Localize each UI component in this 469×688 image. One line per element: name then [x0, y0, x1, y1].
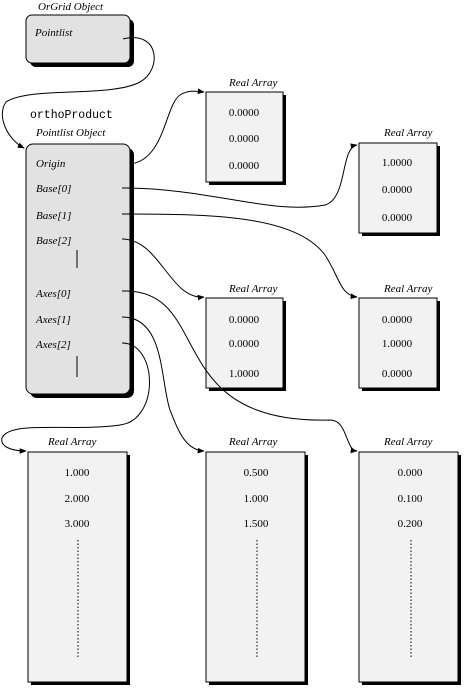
array-base0-value: 0.0000 [382, 212, 413, 224]
array-axes0-value: 3.000 [65, 518, 90, 530]
array-origin-value: 0.0000 [229, 107, 260, 119]
array-axes1-value: 1.500 [244, 518, 269, 530]
array-base0-value: 1.0000 [382, 157, 413, 169]
connector-base1 [121, 213, 358, 300]
array-origin-value: 0.0000 [229, 160, 260, 172]
array-axes0-box [27, 451, 130, 685]
field-axes0: Axes[0] [35, 288, 71, 300]
array-base2-box [205, 297, 286, 391]
array-origin-title: Real Array [228, 77, 277, 89]
field-axes1: Axes[1] [35, 314, 71, 326]
array-axes2-box [358, 451, 461, 685]
array-base2-title: Real Array [228, 283, 277, 295]
field-base1: Base[1] [36, 210, 71, 222]
array-axes2-value: 0.000 [398, 467, 423, 479]
array-base1-box [358, 297, 440, 391]
array-base0-value: 0.0000 [382, 184, 413, 196]
connector-base2 [121, 238, 205, 301]
field-base2: Base[2] [36, 235, 71, 247]
array-axes2-value: 0.100 [398, 493, 423, 505]
connector-axes1 [121, 316, 205, 454]
array-axes0-value: 2.000 [65, 493, 90, 505]
array-axes0-value: 1.000 [65, 467, 90, 479]
array-base1-value: 0.0000 [382, 314, 413, 326]
array-axes0-title: Real Array [47, 436, 96, 448]
pointlist-title: Pointlist Object [35, 127, 106, 139]
orgrid-title: OrGrid Object [38, 1, 104, 13]
connector-base0 [121, 143, 358, 208]
array-base2-value: 0.0000 [229, 338, 260, 350]
array-axes2-title: Real Array [383, 436, 432, 448]
field-base0: Base[0] [36, 183, 71, 195]
array-axes1-value: 1.000 [244, 493, 269, 505]
array-axes1-title: Real Array [228, 436, 277, 448]
array-axes2-value: 0.200 [398, 518, 423, 530]
orgrid-object-box [25, 14, 134, 67]
pointlist-label: orthoProduct [30, 109, 113, 122]
array-axes1-box [205, 451, 308, 685]
connector-axes0 [121, 290, 358, 454]
array-base1-title: Real Array [383, 283, 432, 295]
array-base2-value: 1.0000 [229, 368, 260, 380]
connector-axes2 [1, 342, 150, 454]
array-base1-value: 0.0000 [382, 368, 413, 380]
array-axes1-value: 0.500 [244, 467, 269, 479]
field-axes2: Axes[2] [35, 339, 71, 351]
orgrid-field-pointlist: Pointlist [34, 27, 73, 39]
array-base0-box [358, 142, 440, 236]
array-base1-value: 1.0000 [382, 338, 413, 350]
array-base0-title: Real Array [383, 127, 432, 139]
connector-origin [129, 88, 205, 165]
field-origin: Origin [36, 158, 66, 170]
connector-orgrid-to-pointlist [1, 37, 155, 149]
array-origin-box [205, 91, 286, 185]
array-origin-value: 0.0000 [229, 133, 260, 145]
array-base2-value: 0.0000 [229, 314, 260, 326]
pointlist-object-box [25, 143, 134, 398]
